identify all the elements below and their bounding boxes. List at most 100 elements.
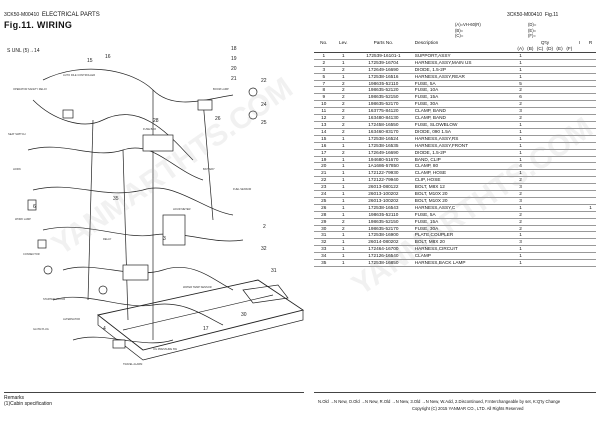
- svg-text:ALTERNATOR: ALTERNATOR: [63, 317, 80, 321]
- cell-a: 1: [519, 260, 522, 266]
- cell-d: [545, 87, 555, 94]
- cell-e: [555, 197, 565, 204]
- svg-text:2: 2: [263, 224, 266, 230]
- svg-text:21: 21: [231, 76, 237, 82]
- cell-no: 25: [321, 197, 327, 203]
- cell-b: [525, 80, 535, 87]
- cell-desc: FUSE, SLOWBLOW: [414, 121, 458, 127]
- cell-lev: 1: [341, 184, 345, 190]
- cell-e: [555, 142, 565, 149]
- cell-lev: 2: [341, 115, 345, 121]
- cell-e: [555, 163, 565, 170]
- cell-e: [555, 128, 565, 135]
- svg-text:19: 19: [231, 56, 237, 62]
- cell-d: [545, 211, 555, 218]
- cell-e: [555, 80, 565, 87]
- svg-text:3: 3: [163, 236, 166, 242]
- cell-i: [574, 87, 585, 94]
- cell-b: [525, 204, 535, 211]
- cell-desc: HARNESS,ASSY,FRONT: [414, 142, 469, 148]
- cell-d: [545, 225, 555, 232]
- cell-a: 1: [519, 156, 522, 162]
- cell-f: [564, 87, 574, 94]
- cell-r: [585, 108, 596, 115]
- col-i: I: [578, 40, 581, 46]
- cell-r: [585, 246, 596, 253]
- cell-desc: HARNESS,BACK LAMP: [414, 260, 466, 266]
- cell-d: [545, 191, 555, 198]
- wiring-diagram: S UNL (5)→14 15 16 18 19 20 21 22 24 25 …: [7, 46, 305, 366]
- cell-d: [545, 232, 555, 239]
- cell-c: [535, 59, 545, 66]
- cell-r: [585, 87, 596, 94]
- cell-pn: 163775-84120: [368, 108, 399, 114]
- cell-f: [564, 246, 574, 253]
- cell-pn: 198635-52120: [368, 87, 399, 93]
- cell-pn: 172126-16540: [368, 253, 399, 259]
- cell-no: 19: [321, 156, 327, 162]
- cell-d: [545, 156, 555, 163]
- cell-d: [545, 73, 555, 80]
- cell-f: [564, 59, 574, 66]
- svg-text:HOUR METER: HOUR METER: [173, 207, 191, 211]
- cell-f: [564, 184, 574, 191]
- model-code: 3CK50-M00410 ELECTRICAL PARTS: [4, 12, 100, 18]
- svg-text:15: 15: [87, 58, 93, 64]
- cell-pn: 172538-16543: [368, 204, 399, 210]
- cell-r: [585, 115, 596, 122]
- cell-e: [555, 66, 565, 73]
- cell-c: [535, 232, 545, 239]
- cell-d: [545, 135, 555, 142]
- cell-d: [545, 121, 555, 128]
- cell-i: [574, 246, 585, 253]
- cell-i: [574, 211, 585, 218]
- cell-c: [535, 101, 545, 108]
- cell-r: [585, 94, 596, 101]
- cell-lev: 2: [341, 94, 345, 100]
- cell-b: [525, 94, 535, 101]
- cell-b: [525, 66, 535, 73]
- cell-b: [525, 108, 535, 115]
- cell-lev: 2: [341, 218, 345, 224]
- cell-i: [574, 191, 585, 198]
- svg-text:HORN: HORN: [13, 167, 21, 171]
- cell-desc: CLAMP, HOSE: [414, 170, 447, 176]
- cell-lev: 1: [341, 73, 345, 79]
- cell-no: 9: [322, 94, 326, 100]
- cell-c: [535, 121, 545, 128]
- svg-text:32: 32: [261, 246, 267, 252]
- svg-text:CONNECTOR: CONNECTOR: [23, 252, 40, 256]
- cell-a: 1: [519, 121, 522, 127]
- cell-no: 7: [322, 80, 326, 86]
- cell-c: [535, 80, 545, 87]
- cell-e: [555, 73, 565, 80]
- cell-a: 2: [519, 191, 522, 197]
- cell-e: [555, 94, 565, 101]
- cell-d: [545, 115, 555, 122]
- cell-pn: 172458-16550: [368, 121, 399, 127]
- col-partno: Parts No.: [373, 40, 394, 46]
- cell-pn: 26013-080122: [368, 184, 399, 190]
- cell-f: [564, 170, 574, 177]
- cell-desc: FUSE, 30A: [414, 225, 439, 231]
- cell-pn: 194680-51670: [368, 156, 399, 162]
- cell-c: [535, 260, 545, 267]
- cell-e: [555, 246, 565, 253]
- cell-d: [545, 128, 555, 135]
- cell-i: [574, 115, 585, 122]
- cell-e: [555, 191, 565, 198]
- svg-text:OIL PRESSURE SW: OIL PRESSURE SW: [153, 347, 178, 351]
- cell-r: [585, 73, 596, 80]
- cell-c: [535, 170, 545, 177]
- cell-r: [585, 135, 596, 142]
- cell-b: [525, 170, 535, 177]
- cell-b: [525, 177, 535, 184]
- col-desc: Description: [414, 40, 439, 46]
